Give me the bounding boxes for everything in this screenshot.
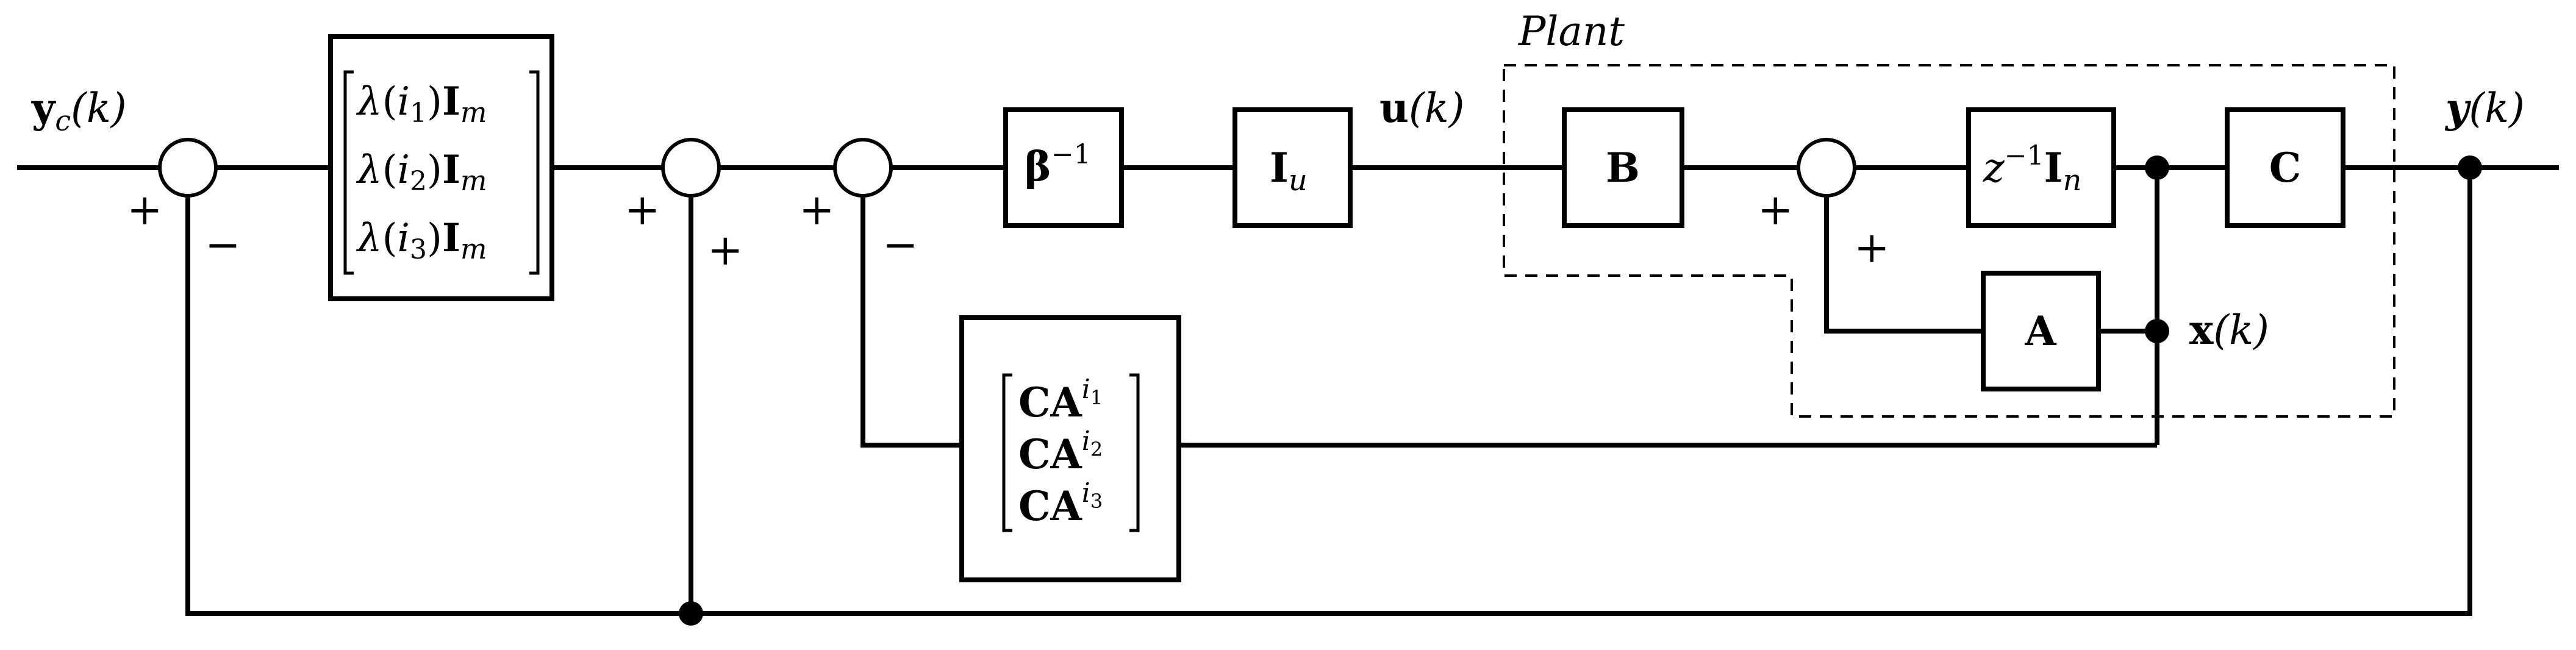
reference-signal-label: yc(k) [31, 84, 127, 137]
a-matrix-label: A [2024, 307, 2056, 355]
gain-matrix-row-1: λ(i1)Im [356, 79, 487, 129]
beta-inverse-block [1003, 107, 1124, 228]
observer-matrix-rows: CAi1 CAi2 CAi3 [1018, 374, 1103, 530]
delay-block [1966, 107, 2116, 228]
identity-u-label: Iu [1270, 144, 1308, 198]
observer-matrix-block [959, 315, 1181, 582]
b-matrix-label: B [1606, 144, 1640, 191]
wire-a-to-sum4 [1824, 198, 1983, 334]
sum4-plus-left-sign: + [1758, 185, 1794, 235]
junction-output [2458, 155, 2482, 180]
delay-label: z−1In [1983, 140, 2081, 198]
observer-matrix-row-1: CAi1 [1018, 374, 1103, 426]
state-signal-label: x(k) [2189, 306, 2269, 354]
gain-matrix-right-bracket [529, 70, 540, 275]
wire-output-feedback [185, 168, 2472, 616]
observer-matrix-right-bracket [1129, 373, 1140, 532]
sum-junction-1 [158, 138, 218, 198]
sum1-minus-sign: − [205, 220, 241, 270]
gain-matrix-block [328, 34, 554, 301]
plant-label: Plant [1518, 8, 1625, 55]
c-matrix-block [2225, 107, 2345, 228]
gain-matrix-left-bracket [343, 70, 354, 275]
sum-junction-2 [661, 138, 721, 198]
gain-matrix-row-3: λ(i3)Im [356, 215, 487, 265]
wire-obs-to-sum3 [860, 198, 962, 448]
output-signal-label: y(k) [2444, 84, 2525, 132]
junction-state [2145, 155, 2169, 180]
beta-inverse-label: β−1 [1025, 139, 1091, 190]
sum-junction-4 [1797, 138, 1856, 198]
sum3-plus-sign: + [799, 185, 835, 235]
a-matrix-block [1981, 271, 2101, 391]
junction-state-a [2145, 319, 2169, 343]
control-signal-label: u(k) [1379, 84, 1465, 132]
sum4-plus-bottom-sign: + [1854, 223, 1890, 273]
observer-matrix-left-bracket [1002, 373, 1012, 532]
sum2-plus-left-sign: + [624, 185, 660, 235]
sum2-plus-bottom-sign: + [707, 225, 743, 275]
junction-feedback [679, 601, 703, 626]
c-matrix-label: C [2269, 144, 2302, 191]
observer-matrix-row-2: CAi2 [1018, 426, 1103, 478]
gain-matrix-rows: λ(i1)Im λ(i2)Im λ(i3)Im [356, 79, 487, 265]
sum1-plus-sign: + [127, 185, 163, 235]
observer-matrix-row-3: CAi3 [1018, 477, 1103, 530]
sum-junction-3 [833, 138, 893, 198]
gain-matrix-row-2: λ(i2)Im [356, 147, 487, 197]
identity-u-block [1233, 107, 1353, 228]
sum3-minus-sign: − [882, 220, 918, 270]
b-matrix-block [1562, 107, 1684, 228]
